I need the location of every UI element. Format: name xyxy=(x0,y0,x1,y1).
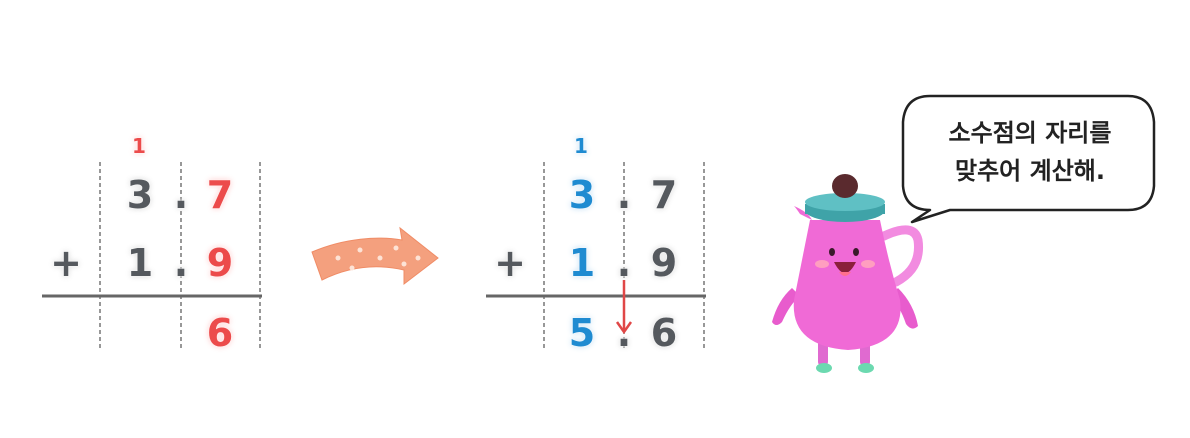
right-row1-tenths: 7 xyxy=(650,173,678,217)
right-arrow-icon xyxy=(311,226,439,286)
speech-bubble-shape xyxy=(901,94,1156,224)
right-row2-ones: 1 xyxy=(568,241,596,285)
right-result-ones: 5 xyxy=(568,311,596,355)
right-row2-tenths: 9 xyxy=(650,241,678,285)
right-carry-digit: 1 xyxy=(574,134,588,158)
left-row2-tenths: 9 xyxy=(206,241,234,285)
left-grid xyxy=(99,162,261,350)
right-row2-dot: . xyxy=(616,241,632,285)
left-row2-operator: + xyxy=(50,241,82,285)
speech-bubble-line-1: 소수점의 자리를 xyxy=(948,119,1112,147)
down-arrow-icon xyxy=(615,280,633,335)
left-row2-ones: 1 xyxy=(126,241,154,285)
left-carry-digit: 1 xyxy=(132,134,146,158)
right-row1-ones: 3 xyxy=(568,173,596,217)
right-result-dot: . xyxy=(616,311,632,355)
left-row1-ones: 3 xyxy=(126,173,154,217)
left-result-tenths: 6 xyxy=(206,311,234,355)
right-result-tenths: 6 xyxy=(650,311,678,355)
right-row1-dot: . xyxy=(616,173,632,217)
left-row1-tenths: 7 xyxy=(206,173,234,217)
speech-bubble-text: 소수점의 자리를 맞추어 계산해. xyxy=(912,114,1148,190)
left-row2-dot: . xyxy=(173,241,189,285)
left-row1-dot: . xyxy=(173,173,189,217)
teapot-character xyxy=(772,174,924,373)
right-row2-operator: + xyxy=(494,241,526,285)
speech-bubble-line-2: 맞추어 계산해. xyxy=(955,157,1105,185)
